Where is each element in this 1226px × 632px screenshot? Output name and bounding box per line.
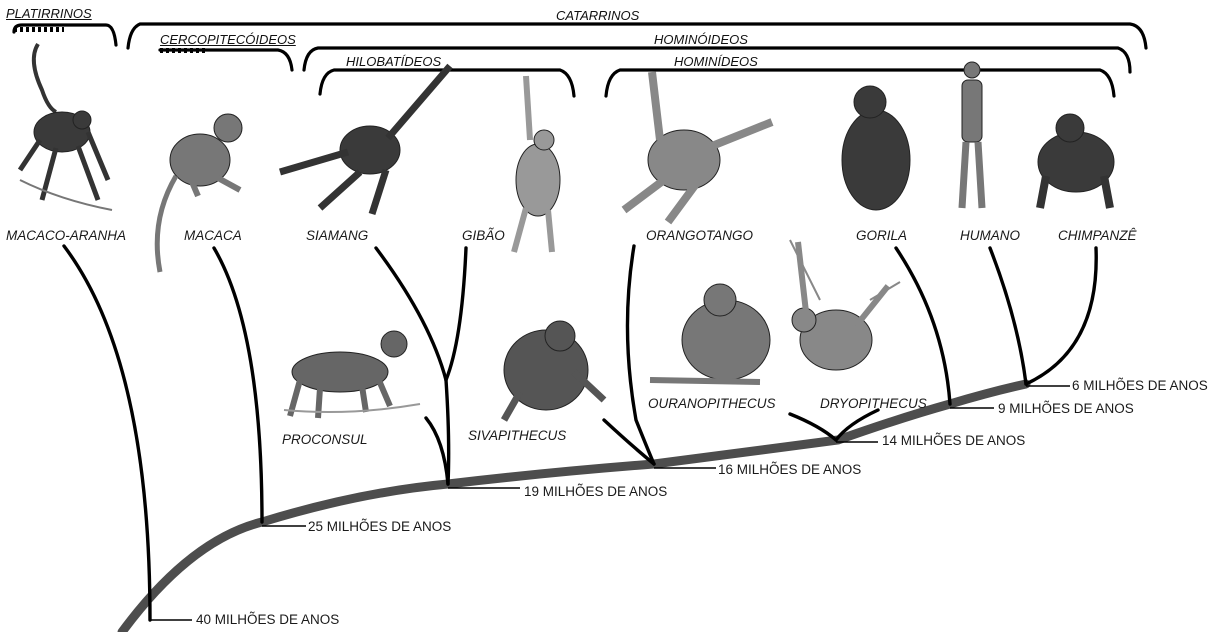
branch-ouranopithecus: [790, 414, 836, 440]
group-label-hominideos: HOMINÍDEOS: [674, 54, 758, 69]
branch-chimpanze: [1026, 248, 1096, 384]
fossil-label-ouranopithecus: OURANOPITHECUS: [648, 396, 776, 411]
species-label-macaca: MACACA: [184, 228, 242, 243]
fossil-label-sivapithecus: SIVAPITHECUS: [468, 428, 566, 443]
species-label-gibao: GIBÃO: [462, 228, 505, 243]
branch-gorila: [896, 248, 950, 404]
macaque-illustration: [157, 114, 242, 272]
group-label-platirrinos: PLATIRRINOS: [6, 6, 92, 21]
bracket-cercopitecoideos: [160, 50, 292, 70]
gorilla-illustration: [842, 86, 910, 210]
proconsul-illustration: [284, 331, 420, 418]
human-illustration: [962, 62, 982, 208]
group-label-catarrinos: CATARRINOS: [556, 8, 639, 23]
branch-macaca: [214, 248, 262, 522]
fossil-label-proconsul: PROCONSUL: [282, 432, 368, 447]
species-label-macaco-aranha: MACACO-ARANHA: [6, 228, 126, 243]
branch-humano: [990, 248, 1026, 384]
group-label-cercopitecoideos: CERCOPITECÓIDEOS: [160, 32, 296, 47]
time-label-9: 9 MILHÕES DE ANOS: [998, 401, 1134, 416]
branch-proconsul: [426, 418, 448, 484]
species-label-humano: HUMANO: [960, 228, 1020, 243]
time-label-14: 14 MILHÕES DE ANOS: [882, 433, 1025, 448]
species-label-siamang: SIAMANG: [306, 228, 368, 243]
species-label-chimpanze: CHIMPANZÊ: [1058, 228, 1137, 243]
branch-gibao: [446, 248, 466, 380]
fossil-label-dryopithecus: DRYOPITHECUS: [820, 396, 927, 411]
time-label-25: 25 MILHÕES DE ANOS: [308, 519, 451, 534]
chimpanzee-illustration: [1038, 114, 1114, 208]
cercopitecoideos-dotted-mark: [160, 48, 208, 53]
branch-orangotango: [627, 246, 654, 464]
siamang-illustration: [280, 66, 450, 214]
group-label-hilobatideos: HILOBATÍDEOS: [346, 54, 441, 69]
ouranopithecus-illustration: [650, 284, 770, 382]
branch-siamang: [376, 248, 449, 484]
time-label-6: 6 MILHÕES DE ANOS: [1072, 378, 1208, 393]
branch-macaco-aranha: [64, 246, 150, 620]
group-label-hominoideos: HOMINÓIDEOS: [654, 32, 748, 47]
node-ticks: [150, 386, 1070, 620]
orangutan-illustration: [624, 72, 772, 222]
time-label-40: 40 MILHÕES DE ANOS: [196, 612, 339, 627]
dryopithecus-illustration: [790, 240, 900, 370]
species-label-orangotango: ORANGOTANGO: [646, 228, 753, 243]
platirrinos-dotted-mark: [14, 27, 64, 32]
species-label-gorila: GORILA: [856, 228, 907, 243]
gibbon-illustration: [514, 76, 560, 252]
sivapithecus-illustration: [504, 321, 604, 420]
time-label-16: 16 MILHÕES DE ANOS: [718, 462, 861, 477]
time-label-19: 19 MILHÕES DE ANOS: [524, 484, 667, 499]
spider-monkey-illustration: [20, 44, 112, 210]
